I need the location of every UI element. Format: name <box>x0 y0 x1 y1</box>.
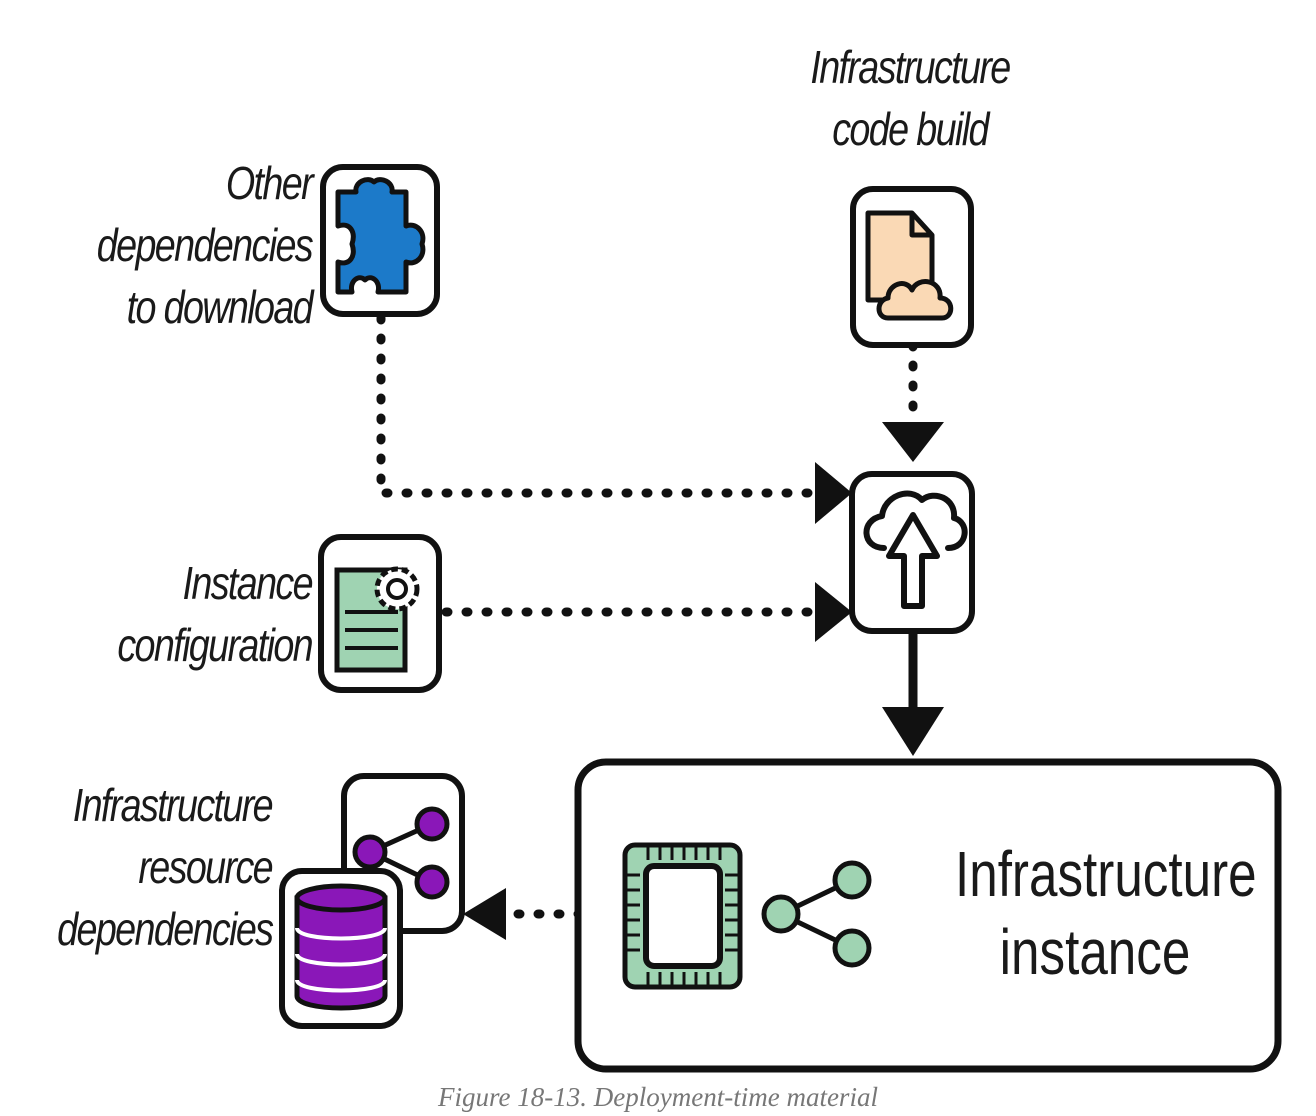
config-document-gear-icon <box>334 566 420 673</box>
label-line: configuration <box>117 619 313 671</box>
label-line: dependencies <box>96 219 314 271</box>
infrastructure-instance-node <box>574 758 1282 1073</box>
arrowhead <box>882 707 944 756</box>
share-nodes-icon <box>352 806 450 900</box>
label-line: Infrastructure <box>72 779 274 831</box>
label-line: code build <box>832 103 989 155</box>
deploy-node <box>849 471 975 634</box>
label-line: Instance <box>182 557 314 609</box>
infrastructure-instance-label: Infrastructure instance <box>955 835 1257 991</box>
resource-dependencies-node <box>279 773 465 1029</box>
other-dependencies-label: Other dependencies to download <box>89 152 314 338</box>
instance-config-label: Instance configuration <box>89 552 314 676</box>
other-dependencies-node <box>320 164 440 317</box>
resource-dependencies-label: Infrastructure resource dependencies <box>57 774 274 960</box>
chip-icon <box>622 842 743 990</box>
arrowhead <box>815 582 852 642</box>
database-icon <box>294 883 388 1011</box>
label-line: Other <box>225 157 314 209</box>
cloud-upload-icon <box>863 490 968 609</box>
label-line: dependencies <box>57 903 274 955</box>
label-line: resource <box>138 841 273 893</box>
label-line: Infrastructure <box>955 838 1257 910</box>
edge-instance-config-to-deploy <box>441 582 852 642</box>
instance-config-node <box>318 534 442 693</box>
arrowhead <box>882 422 944 462</box>
edge-code-build-to-deploy <box>882 340 944 462</box>
edge-other-deps-to-deploy <box>376 313 852 524</box>
label-line: Infrastructure <box>810 41 1011 93</box>
label-line: instance <box>999 916 1191 988</box>
arrowhead <box>815 462 852 524</box>
puzzle-piece-icon <box>335 177 426 295</box>
label-line: to download <box>126 281 314 333</box>
share-nodes-icon <box>761 860 872 968</box>
arrowhead <box>463 888 506 940</box>
code-build-node <box>850 186 974 348</box>
edge-deploy-to-instance <box>882 632 944 756</box>
figure-caption: Figure 18-13. Deployment-time material <box>438 1082 878 1112</box>
code-build-label: Infrastructure code build <box>795 36 1025 160</box>
document-cloud-icon <box>865 210 954 321</box>
